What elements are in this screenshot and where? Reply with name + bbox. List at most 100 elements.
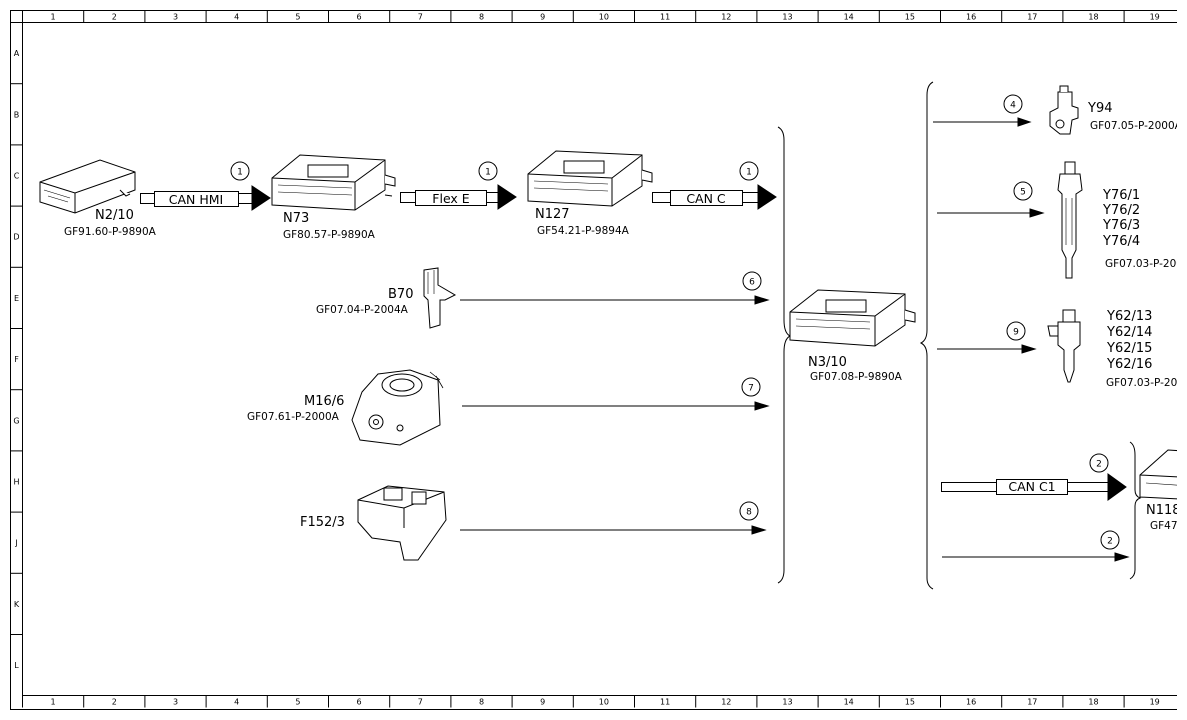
grid-column-label: 9: [540, 13, 545, 22]
grid-column-label: 16: [966, 13, 976, 22]
n118-code: GF47: [1150, 520, 1178, 532]
m16-6-code: GF07.61-P-2000A: [247, 411, 340, 423]
grid-row-label: B: [14, 110, 20, 119]
grid-column-label: 4: [234, 13, 239, 22]
grid-row-label: K: [14, 600, 20, 609]
b70-code: GF07.04-P-2004A: [316, 304, 409, 316]
y76-4-name: Y76/4: [1102, 234, 1140, 249]
signal-2-line: [942, 552, 1130, 562]
f152-3-fuse-relay-icon: [357, 485, 447, 561]
signal-5-line: [937, 208, 1045, 218]
signal-9-marker: 9: [1006, 321, 1026, 341]
signal-7-marker: 7: [741, 377, 761, 397]
can-hmi-bus-arrow: [140, 185, 271, 211]
y76-2-name: Y76/2: [1102, 203, 1140, 218]
n127-control-unit-icon: [527, 150, 653, 207]
n2-10-module-icon: [39, 159, 136, 214]
grid-layer: 1122334455667788991010111112121313141415…: [10, 10, 1160, 708]
grid-row-label: G: [13, 416, 19, 425]
grid-column-label: 9: [540, 698, 545, 707]
n73-name: N73: [283, 211, 309, 226]
grid-row-label: H: [13, 478, 19, 487]
signal-1-marker: 1: [739, 161, 759, 181]
grid-column-label: 7: [418, 698, 423, 707]
grid-column-label: 12: [721, 698, 731, 707]
output-brace: [919, 81, 934, 590]
signal-5-marker: 5: [1013, 181, 1033, 201]
n2-10-name: N2/10: [95, 208, 134, 223]
grid-column-label: 3: [173, 698, 178, 707]
signal-2-marker: 2: [1089, 453, 1109, 473]
signal-1-marker: 1: [478, 161, 498, 181]
signal-1-number: 1: [746, 168, 752, 178]
grid-column-label: 6: [357, 13, 362, 22]
y94-valve-icon: [1049, 85, 1079, 135]
signal-8-marker: 8: [739, 501, 759, 521]
grid-column-label: 15: [905, 13, 915, 22]
grid-column-label: 11: [660, 698, 670, 707]
can-hmi-label: CAN HMI: [169, 192, 223, 207]
grid-column-label: 13: [782, 13, 792, 22]
grid-column-label: 8: [479, 13, 484, 22]
signal-6-number: 6: [749, 278, 755, 288]
signal-7-number: 7: [748, 384, 754, 394]
signal-2-number: 2: [1107, 537, 1113, 547]
n73-control-unit-icon: [271, 154, 396, 211]
flex-e-label: Flex E: [432, 191, 470, 206]
grid-row-label: C: [14, 172, 20, 181]
grid-column-label: 10: [599, 13, 609, 22]
n118-brace: [1129, 441, 1142, 580]
grid-row-label: E: [14, 294, 19, 303]
signal-1-number: 1: [485, 168, 491, 178]
grid-column-label: 13: [782, 698, 792, 707]
y76-injector-icon: [1057, 161, 1083, 279]
n73-code: GF80.57-P-9890A: [283, 229, 376, 241]
n3-10-engine-control-unit-icon: [789, 289, 916, 347]
grid-row-label: L: [14, 661, 19, 670]
n118-name: N118: [1146, 503, 1181, 518]
grid-column-label: 14: [844, 13, 854, 22]
m16-6-name: M16/6: [304, 394, 344, 409]
signal-8-number: 8: [746, 508, 752, 518]
can-c-bus-arrow: [652, 184, 777, 210]
grid-column-label: 11: [660, 13, 670, 22]
y62-14-name: Y62/14: [1106, 325, 1152, 340]
can-c-label: CAN C: [686, 191, 726, 206]
signal-8-line: [460, 525, 767, 535]
grid-column-label: 1: [51, 13, 56, 22]
right-crop-mask: [1178, 0, 1187, 720]
n127-code: GF54.21-P-9894A: [537, 225, 630, 237]
y62-15-name: Y62/15: [1106, 341, 1152, 356]
input-brace: [777, 126, 792, 584]
y76-name-list: Y76/1 Y76/2 Y76/3 Y76/4: [1102, 188, 1140, 249]
y94-code: GF07.05-P-2000A: [1090, 120, 1183, 132]
grid-column-label: 2: [112, 698, 117, 707]
grid-column-label: 6: [357, 698, 362, 707]
b70-name: B70: [388, 287, 413, 302]
y62-injector-icon: [1047, 309, 1081, 383]
y76-code: GF07.03-P-2000A: [1105, 258, 1187, 270]
n118-control-unit-icon: [1139, 449, 1187, 500]
signal-4-line: [933, 117, 1032, 127]
grid-column-label: 7: [418, 13, 423, 22]
y62-code: GF07.03-P-2000A: [1106, 377, 1187, 389]
grid-column-label: 14: [844, 698, 854, 707]
grid-column-label: 16: [966, 698, 976, 707]
y62-16-name: Y62/16: [1106, 357, 1152, 372]
signal-4-number: 4: [1010, 101, 1016, 111]
y76-1-name: Y76/1: [1102, 188, 1140, 203]
grid-column-label: 5: [295, 13, 300, 22]
can-c1-label: CAN C1: [1008, 479, 1055, 494]
n3-10-code: GF07.08-P-9890A: [810, 371, 903, 383]
signal-1-number: 1: [237, 168, 243, 178]
grid-row-label: D: [13, 233, 19, 242]
y76-3-name: Y76/3: [1102, 218, 1140, 233]
grid-column-label: 4: [234, 698, 239, 707]
signal-2-marker: 2: [1100, 530, 1120, 550]
m16-6-throttle-actuator-icon: [351, 369, 444, 446]
grid-column-label: 10: [599, 698, 609, 707]
y94-name: Y94: [1087, 101, 1112, 116]
signal-6-marker: 6: [742, 271, 762, 291]
n3-10-name: N3/10: [808, 355, 847, 370]
